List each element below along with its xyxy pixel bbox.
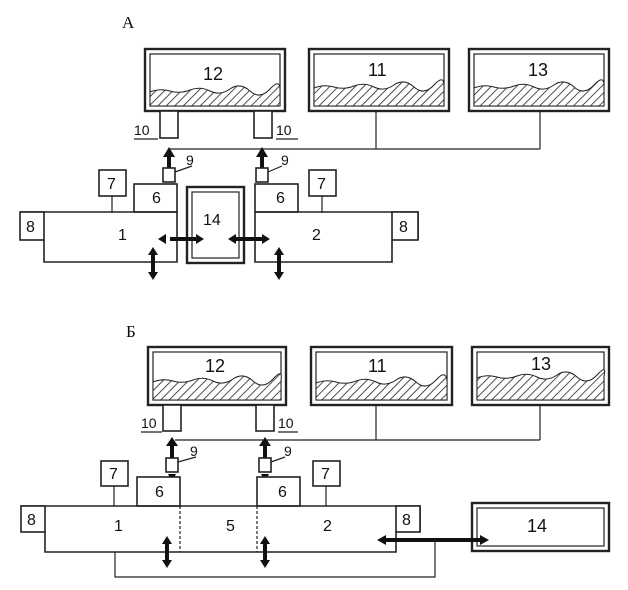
scheme-b-label-1: 1 <box>114 518 123 535</box>
tank-12-label-b: 12 <box>205 356 225 376</box>
scheme-a-label-7-left: 7 <box>107 176 116 193</box>
scheme-a-title: А <box>122 13 135 32</box>
scheme-b-box-6-left <box>136 476 181 507</box>
scheme-a-tank-12: 12 <box>143 47 287 113</box>
scheme-a-label-10-right: 10 <box>276 122 292 138</box>
scheme-b-valve-left <box>165 457 179 473</box>
scheme-b-valve-right <box>258 457 272 473</box>
scheme-b-reactor <box>21 505 421 553</box>
scheme-b-label-9-left: 9 <box>190 443 198 459</box>
scheme-a-manifold <box>170 111 541 150</box>
tank-13-label: 13 <box>528 60 548 80</box>
scheme-b-label-6-left: 6 <box>155 484 164 501</box>
scheme-b-title: Б <box>126 322 136 341</box>
scheme-a-label-8-right: 8 <box>399 219 408 236</box>
scheme-a-reactor-1 <box>20 211 178 263</box>
tank-11-label-b: 11 <box>368 356 387 376</box>
scheme-a-label-2: 2 <box>312 227 321 244</box>
scheme-b-bottom-line <box>114 540 436 578</box>
scheme-b-tank-13: 13 <box>470 345 611 407</box>
scheme-a-box-6-left <box>133 183 178 213</box>
scheme-b-box-8-right <box>395 505 421 533</box>
scheme-a-pump-right <box>253 110 273 139</box>
scheme-a-box-8-left <box>19 211 45 241</box>
scheme-a-tank-11: 11 <box>307 47 451 113</box>
scheme-b-tank-11: 11 <box>309 345 454 407</box>
scheme-a: А 12 11 13 10 10 <box>19 13 611 280</box>
scheme-b-box-7-right <box>312 460 341 487</box>
scheme-b: Б 12 11 13 10 10 <box>20 322 611 578</box>
scheme-b-label-6-right: 6 <box>278 484 287 501</box>
scheme-b-tank-12: 12 <box>146 345 288 407</box>
scheme-b-pump-right <box>255 404 275 432</box>
scheme-a-valve-right <box>255 167 269 183</box>
scheme-b-label-7-right: 7 <box>321 466 330 483</box>
scheme-a-label-6-left: 6 <box>152 190 161 207</box>
scheme-a-pump-left <box>159 110 179 139</box>
scheme-a-box-8-right <box>391 211 419 241</box>
scheme-a-label-1: 1 <box>118 227 127 244</box>
tank-11-label: 11 <box>368 60 387 80</box>
scheme-b-label-5: 5 <box>226 518 235 535</box>
scheme-a-label-9-right: 9 <box>281 152 289 168</box>
scheme-a-label-7-right: 7 <box>317 176 326 193</box>
scheme-a-box-7-right <box>308 169 337 197</box>
scheme-a-label-9-left: 9 <box>186 152 194 168</box>
scheme-a-label-10-left: 10 <box>134 122 150 138</box>
scheme-b-label-8-left: 8 <box>27 512 36 529</box>
scheme-a-label-6-right: 6 <box>276 190 285 207</box>
scheme-b-label-9-right: 9 <box>284 443 292 459</box>
tank-13-label-b: 13 <box>531 354 551 374</box>
scheme-a-tank-13: 13 <box>467 47 611 113</box>
scheme-b-pump-left <box>162 404 182 432</box>
scheme-a-box-6-right <box>254 183 299 213</box>
scheme-b-label-14: 14 <box>527 516 547 536</box>
scheme-b-box-7-left <box>100 460 129 487</box>
scheme-b-label-7-left: 7 <box>109 466 118 483</box>
scheme-a-label-8-left: 8 <box>26 219 35 236</box>
tank-12-label: 12 <box>203 64 223 84</box>
scheme-b-label-8-right: 8 <box>402 512 411 529</box>
scheme-a-label-14: 14 <box>203 212 221 229</box>
scheme-b-label-10-left: 10 <box>141 415 157 431</box>
scheme-b-label-2: 2 <box>323 518 332 535</box>
scheme-b-manifold <box>175 405 541 441</box>
scheme-b-label-10-right: 10 <box>278 415 294 431</box>
scheme-b-box-8-left <box>20 505 46 533</box>
scheme-a-valve-left <box>162 167 176 183</box>
